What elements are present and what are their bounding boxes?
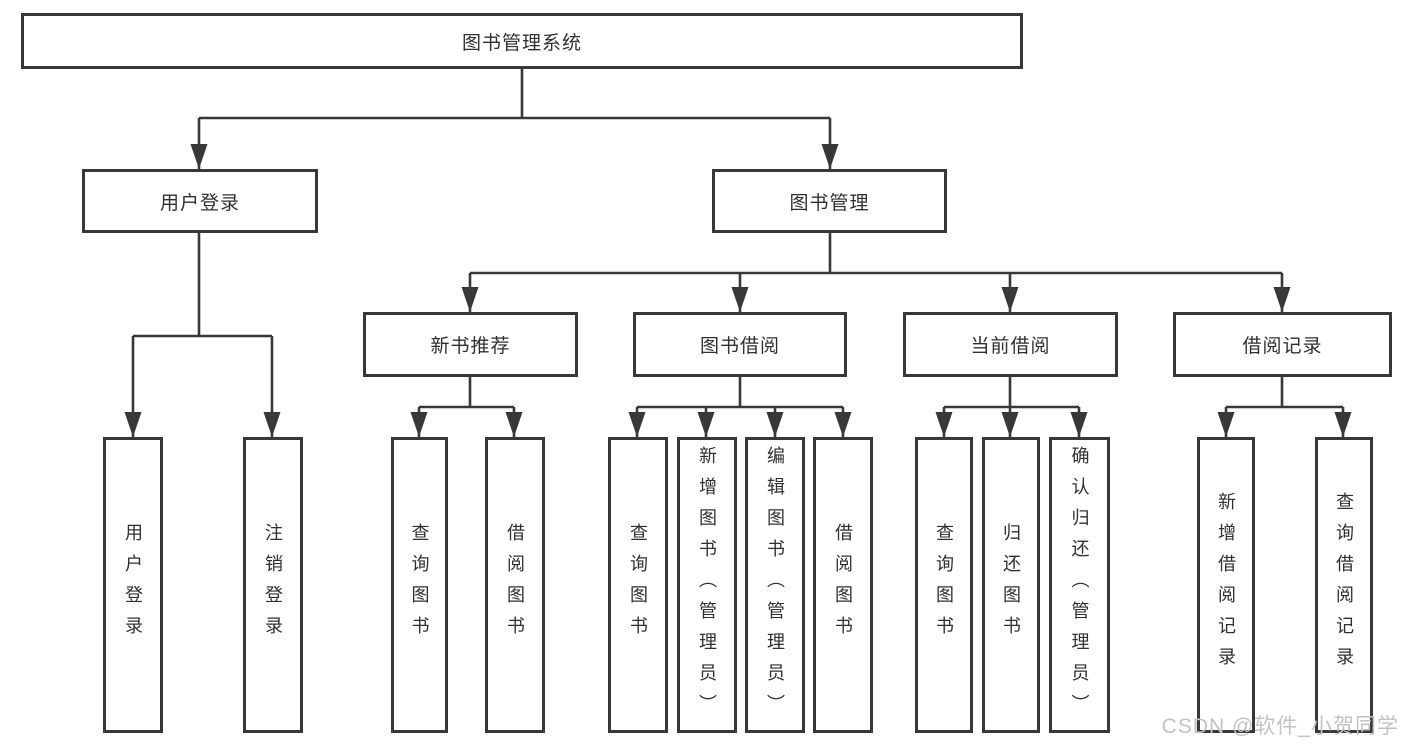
node-book-borrowing-label: 图书借阅	[699, 336, 780, 357]
node-current-borrowing-label: 当前借阅	[970, 336, 1051, 357]
leaf-query-books-current-label: 查询图书	[934, 523, 954, 647]
leaf-add-borrow-record: 新增借阅记录	[1197, 437, 1255, 733]
node-book-management: 图书管理	[712, 169, 947, 233]
leaf-query-books-newbooks-label: 查询图书	[409, 523, 430, 647]
node-system-root-label: 图书管理系统	[461, 32, 582, 54]
leaf-edit-books-admin-label: 编辑图书（管理员）	[765, 445, 785, 725]
leaf-add-books-admin: 新增图书（管理员）	[677, 437, 737, 733]
leaf-user-login-label: 用户登录	[123, 523, 143, 647]
node-system-root: 图书管理系统	[21, 13, 1023, 69]
leaf-add-borrow-record-label: 新增借阅记录	[1216, 492, 1236, 678]
leaf-borrow-books-newbooks: 借阅图书	[485, 437, 545, 733]
node-user-login: 用户登录	[82, 169, 318, 233]
leaf-confirm-return-admin-label: 确认归还（管理员）	[1069, 445, 1090, 725]
leaf-user-login: 用户登录	[103, 437, 163, 733]
leaf-add-books-admin-label: 新增图书（管理员）	[697, 445, 717, 725]
leaf-logout-label: 注销登录	[263, 523, 283, 647]
node-book-management-label: 图书管理	[789, 192, 870, 214]
leaf-query-borrow-record-label: 查询借阅记录	[1334, 492, 1354, 678]
leaf-borrow-books-newbooks-label: 借阅图书	[505, 523, 525, 647]
leaf-query-books-current: 查询图书	[915, 437, 973, 733]
node-borrowing-records-label: 借阅记录	[1242, 336, 1323, 357]
csdn-watermark: CSDN @软件_小贺同学	[1161, 715, 1399, 738]
leaf-borrow-books-label: 借阅图书	[833, 523, 853, 647]
leaf-edit-books-admin: 编辑图书（管理员）	[745, 437, 805, 733]
node-new-book-recommend: 新书推荐	[363, 312, 578, 377]
leaf-query-books-borrow-label: 查询图书	[628, 523, 648, 647]
node-current-borrowing: 当前借阅	[903, 312, 1118, 377]
node-book-borrowing: 图书借阅	[633, 312, 847, 377]
leaf-query-books-newbooks: 查询图书	[391, 437, 448, 733]
node-new-book-recommend-label: 新书推荐	[430, 336, 511, 357]
leaf-query-books-borrow: 查询图书	[608, 437, 668, 733]
leaf-return-books: 归还图书	[982, 437, 1040, 733]
leaf-confirm-return-admin: 确认归还（管理员）	[1049, 437, 1110, 733]
leaf-query-borrow-record: 查询借阅记录	[1315, 437, 1373, 733]
leaf-return-books-label: 归还图书	[1001, 523, 1021, 647]
node-user-login-label: 用户登录	[159, 192, 240, 214]
node-borrowing-records: 借阅记录	[1173, 312, 1392, 377]
leaf-logout: 注销登录	[243, 437, 303, 733]
leaf-borrow-books: 借阅图书	[813, 437, 873, 733]
